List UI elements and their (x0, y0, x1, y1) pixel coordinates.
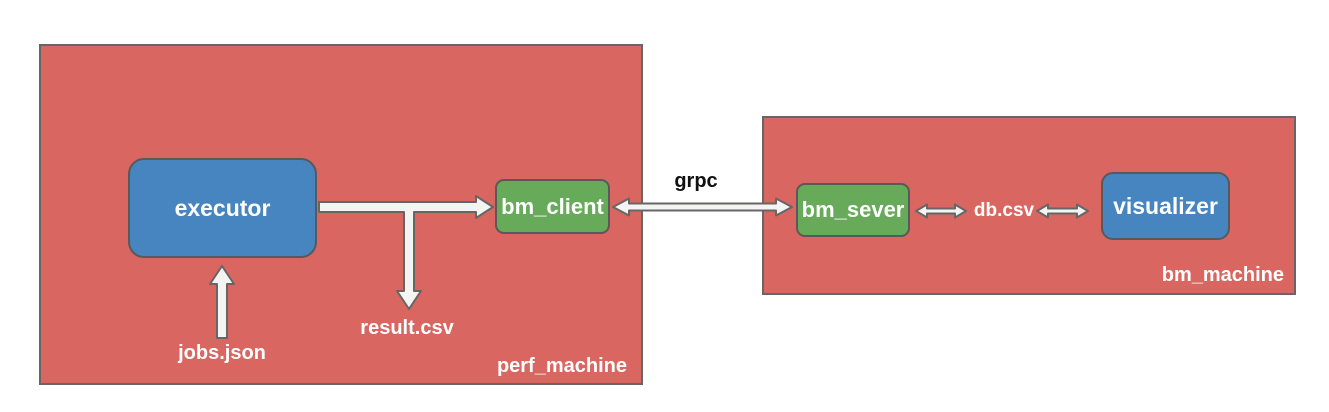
bm-client-node: bm_client (495, 179, 610, 234)
grpc-label: grpc (674, 170, 718, 192)
executor-node: executor (128, 158, 317, 258)
bm-machine-label: bm_machine (1161, 264, 1284, 286)
result-csv-label: result.csv (360, 317, 454, 339)
jobs-json-label: jobs.json (178, 342, 266, 364)
bm-sever-node: bm_sever (796, 183, 910, 237)
db-csv-label: db.csv (973, 200, 1035, 221)
visualizer-node: visualizer (1101, 172, 1230, 240)
perf-machine-label: perf_machine (496, 355, 627, 377)
